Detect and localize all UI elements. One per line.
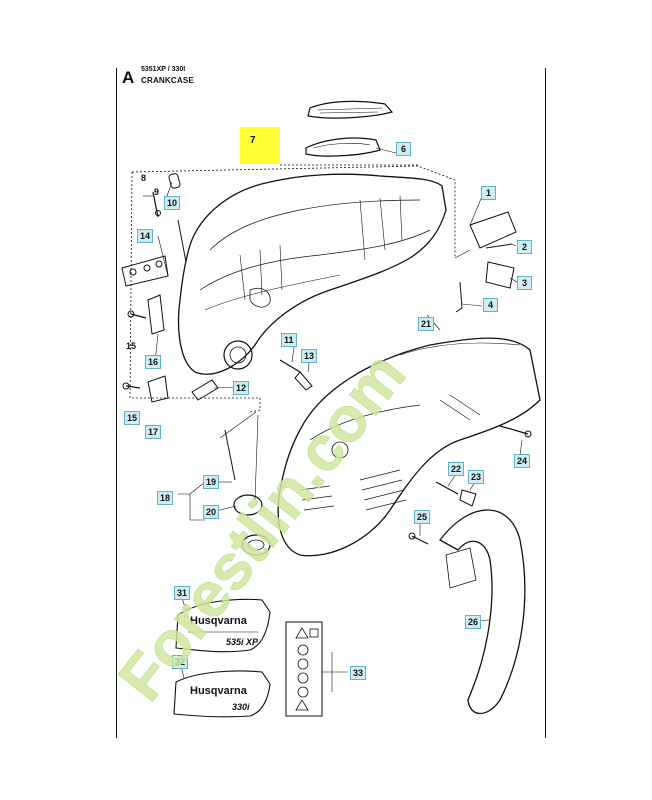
callout-3[interactable]: 3 bbox=[517, 276, 532, 290]
highlight-label: 7 bbox=[250, 135, 256, 146]
part-10-screw bbox=[177, 219, 187, 263]
decal-33-outline bbox=[285, 621, 323, 717]
section-title: CRANKCASE bbox=[141, 76, 194, 85]
callout-16[interactable]: 16 bbox=[145, 355, 162, 369]
callout-14[interactable]: 14 bbox=[137, 229, 154, 243]
decal-32-brand: Husqvarna bbox=[190, 685, 248, 697]
callout-15a[interactable]: 15 bbox=[126, 341, 137, 351]
callout-24[interactable]: 24 bbox=[514, 454, 531, 468]
model-code: 5351XP / 330I bbox=[141, 66, 186, 73]
callout-19[interactable]: 19 bbox=[203, 475, 220, 489]
part-16-bracket bbox=[147, 294, 165, 335]
callout-32[interactable]: 32 bbox=[172, 655, 189, 669]
decal-32-outline bbox=[173, 670, 271, 718]
callout-13[interactable]: 13 bbox=[301, 349, 318, 363]
callout-18[interactable]: 18 bbox=[157, 491, 174, 505]
callout-12[interactable]: 11 bbox=[281, 333, 297, 347]
frame-right-line bbox=[545, 68, 546, 738]
callout-2[interactable]: 2 bbox=[517, 240, 532, 254]
callout-21[interactable]: 21 bbox=[418, 317, 435, 331]
part-15-screw-b bbox=[125, 385, 141, 389]
part-1-clip bbox=[469, 211, 517, 249]
part-20-ring bbox=[233, 494, 263, 516]
part-8-pin bbox=[152, 191, 159, 218]
callout-20[interactable]: 20 bbox=[203, 505, 220, 519]
section-letter: A bbox=[122, 68, 135, 87]
decal-31-model: 535i XP bbox=[226, 637, 259, 647]
part-11-plug bbox=[191, 379, 219, 401]
part-24-screw bbox=[499, 425, 529, 435]
decal-32-artwork: Husqvarna 330i bbox=[190, 685, 250, 712]
frame-left-line bbox=[116, 68, 117, 738]
part-12-spring bbox=[279, 359, 301, 373]
assembly-boundary bbox=[129, 165, 456, 413]
callout-10[interactable]: 10 bbox=[164, 196, 181, 210]
callout-11[interactable]: 12 bbox=[233, 381, 250, 395]
part-21-housing bbox=[277, 337, 541, 557]
callout-4[interactable]: 4 bbox=[483, 298, 498, 312]
warning-icon bbox=[295, 627, 319, 711]
callout-26[interactable]: 26 bbox=[465, 615, 482, 629]
part-top-cover bbox=[307, 100, 394, 119]
part-22-spring bbox=[435, 481, 459, 495]
part-14-plate bbox=[121, 255, 169, 287]
callout-31[interactable]: 31 bbox=[174, 586, 191, 600]
callout-23[interactable]: 23 bbox=[468, 470, 485, 484]
decal-31-artwork: Husqvarna 535i XP bbox=[188, 615, 259, 647]
callout-8[interactable]: 8 bbox=[140, 173, 146, 183]
part-6-gasket bbox=[305, 137, 381, 157]
decal-32-model: 330i bbox=[232, 702, 250, 712]
part-23-nut bbox=[459, 489, 477, 507]
callout-6[interactable]: 6 bbox=[396, 142, 411, 156]
part-9-sleeve bbox=[168, 173, 181, 189]
callout-22[interactable]: 22 bbox=[448, 462, 465, 476]
decal-31-brand: Husqvarna bbox=[190, 615, 248, 627]
callout-9[interactable]: 9 bbox=[153, 187, 159, 197]
part-26-handle bbox=[439, 509, 526, 715]
callout-17[interactable]: 17 bbox=[145, 425, 162, 439]
part-17-clamp bbox=[147, 375, 169, 403]
callout-33[interactable]: 33 bbox=[350, 666, 367, 680]
part-7-crankcase bbox=[177, 173, 447, 375]
part-13-bushing bbox=[294, 371, 313, 391]
part-19-cable bbox=[224, 429, 236, 481]
highlight-part-7[interactable]: 7 bbox=[240, 127, 280, 164]
decal-31-outline bbox=[175, 598, 271, 653]
callout-15b[interactable]: 15 bbox=[124, 411, 141, 425]
part-4-spring bbox=[455, 281, 463, 313]
callout-25[interactable]: 25 bbox=[414, 510, 431, 524]
part-3-block bbox=[485, 261, 515, 289]
callout-1[interactable]: 1 bbox=[481, 186, 496, 200]
part-2-pin bbox=[485, 243, 513, 249]
